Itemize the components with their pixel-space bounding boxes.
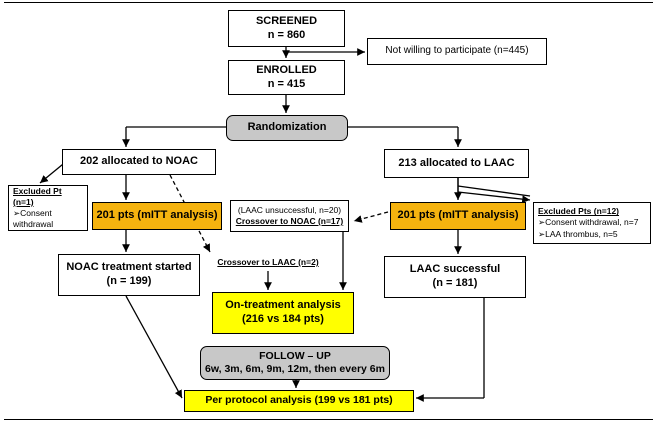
not-willing-text: Not willing to participate (n=445) <box>385 45 529 57</box>
excluded-left-box: Excluded Pt (n=1) ➢Consent withdrawal <box>8 185 88 231</box>
follow-up-box: FOLLOW – UP 6w, 3m, 6m, 9m, 12m, then ev… <box>200 346 390 380</box>
on-treatment-line1: On-treatment analysis <box>225 299 341 312</box>
screened-label: SCREENED <box>255 14 318 27</box>
excluded-right-box: Excluded Pts (n=12) ➢Consent withdrawal,… <box>533 202 651 244</box>
noac-mitt-box: 201 pts (mITT analysis) <box>92 202 222 230</box>
enrolled-count: n = 415 <box>267 77 306 90</box>
noac-allocated-text: 202 allocated to NOAC <box>80 155 198 168</box>
crossover-laac-text: Crossover to LAAC (n=2) <box>217 257 319 268</box>
crossover-noac-box: (LAAC unsuccessful, n=20) Crossover to N… <box>230 200 349 232</box>
on-treatment-line2: (216 vs 184 pts) <box>242 313 324 325</box>
enrolled-box: ENROLLED n = 415 <box>228 60 345 95</box>
laac-allocated-text: 213 allocated to LAAC <box>398 156 515 169</box>
laac-allocated-box: 213 allocated to LAAC <box>384 149 529 178</box>
excluded-left-title: Excluded Pt (n=1) <box>13 185 62 207</box>
not-willing-box: Not willing to participate (n=445) <box>367 38 547 65</box>
noac-mitt-text: 201 pts (mITT analysis) <box>96 209 218 222</box>
laac-success-line1: LAAC successful <box>409 263 501 276</box>
per-protocol-box: Per protocol analysis (199 vs 181 pts) <box>184 390 414 412</box>
noac-started-line2: (n = 199) <box>106 275 152 287</box>
noac-started-box: NOAC treatment started (n = 199) <box>58 254 200 296</box>
top-rule <box>4 2 653 3</box>
noac-allocated-box: 202 allocated to NOAC <box>62 149 216 175</box>
excluded-right-item-2: ➢LAA thrombus, n=5 <box>538 228 618 239</box>
excluded-right-item-1: ➢Consent withdrawal, n=7 <box>538 217 639 228</box>
laac-success-box: LAAC successful (n = 181) <box>384 256 526 298</box>
on-treatment-box: On-treatment analysis (216 vs 184 pts) <box>212 292 354 334</box>
excluded-left-item-1: ➢Consent <box>13 208 52 218</box>
noac-started-line1: NOAC treatment started <box>66 261 192 274</box>
follow-up-line1: FOLLOW – UP <box>259 349 331 362</box>
follow-up-line2: 6w, 3m, 6m, 9m, 12m, then every 6m <box>205 363 385 375</box>
randomization-box: Randomization <box>226 115 348 141</box>
excluded-right-title: Excluded Pts (n=12) <box>538 206 620 217</box>
screened-count: n = 860 <box>267 28 306 41</box>
enrolled-label: ENROLLED <box>256 63 317 76</box>
crossover-noac-line1: (LAAC unsuccessful, n=20) <box>237 205 342 216</box>
bottom-rule <box>4 419 653 420</box>
laac-success-line2: (n = 181) <box>432 277 478 289</box>
screened-box: SCREENED n = 860 <box>228 10 345 47</box>
laac-mitt-box: 201 pts (mITT analysis) <box>390 202 526 230</box>
crossover-laac-box: Crossover to LAAC (n=2) <box>210 254 326 271</box>
randomization-text: Randomization <box>247 121 327 134</box>
excluded-left-item-2: withdrawal <box>13 219 54 230</box>
laac-mitt-text: 201 pts (mITT analysis) <box>397 209 519 222</box>
per-protocol-text: Per protocol analysis (199 vs 181 pts) <box>205 394 393 407</box>
crossover-noac-line2: Crossover to NOAC (n=17) <box>235 216 344 226</box>
